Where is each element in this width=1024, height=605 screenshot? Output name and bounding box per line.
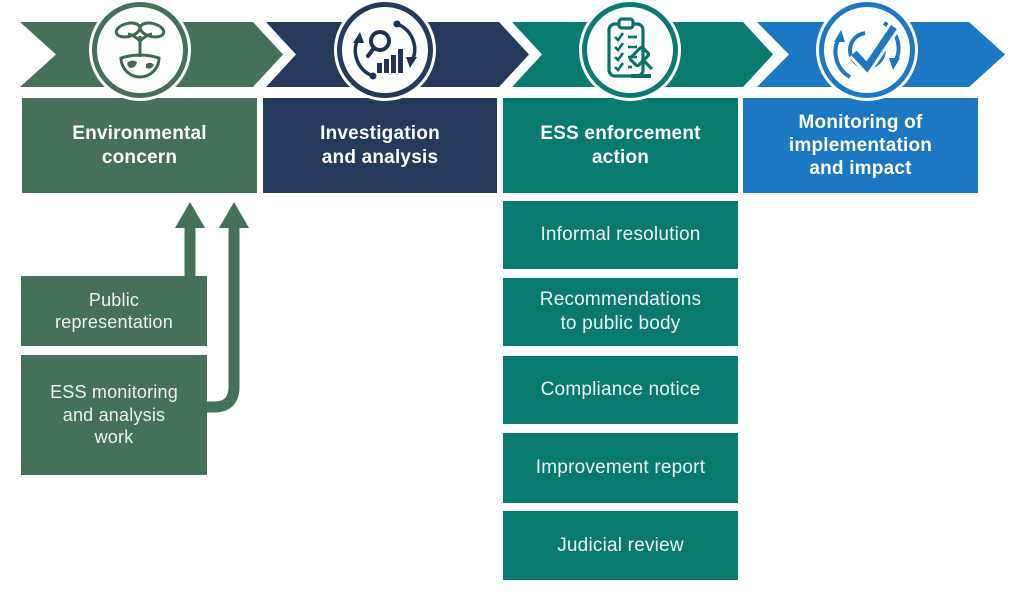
input-label: Public representation [55,289,173,333]
action-box-informal-resolution: Informal resolution [503,201,738,269]
action-box-judicial-review: Judicial review [503,511,738,580]
stage-label-monitoring: Monitoring of implementation and impact [788,111,933,180]
analysis-chart-icon [337,2,433,98]
action-box-compliance-notice: Compliance notice [503,356,738,424]
stage-box-enforcement: ESS enforcement action [503,98,738,193]
stage-label-investigation: Investigation and analysis [320,123,440,168]
action-label: Improvement report [535,457,706,479]
stage-box-investigation: Investigation and analysis [263,98,497,193]
action-label: Judicial review [557,534,684,556]
stage-label-enforcement: ESS enforcement action [540,123,701,168]
input-label: ESS monitoring and analysis work [50,382,178,448]
action-box-improvement-report: Improvement report [503,433,738,503]
checklist-gavel-icon [582,2,678,98]
plant-globe-icon [92,2,188,98]
cycle-check-icon [819,2,915,98]
stage-label-environmental: Environmental concern [72,123,207,168]
action-label: Informal resolution [540,224,701,246]
input-box-ess-monitoring: ESS monitoring and analysis work [21,355,207,475]
stage-box-monitoring: Monitoring of implementation and impact [743,98,978,193]
action-label: Compliance notice [540,379,701,401]
action-label: Recommendations to public body [539,289,702,334]
stage-box-environmental: Environmental concern [22,98,257,193]
input-box-public-representation: Public representation [21,276,207,346]
action-box-recommendations: Recommendations to public body [503,278,738,346]
feedback-arrows [175,202,249,413]
